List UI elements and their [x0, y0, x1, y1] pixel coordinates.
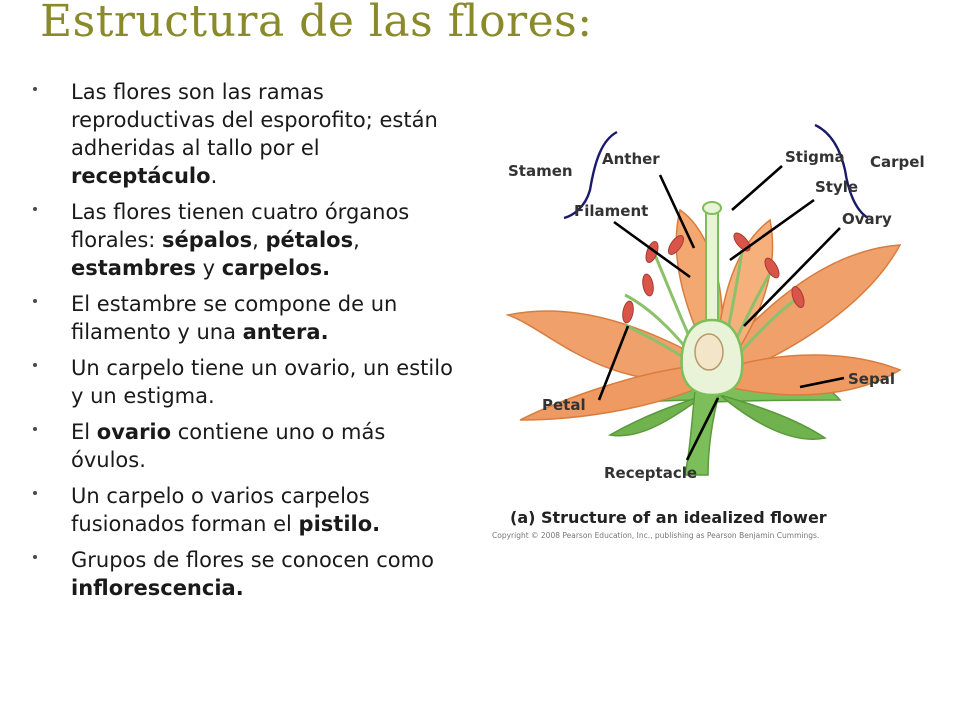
label-anther: Anther [602, 150, 660, 168]
label-filament: Filament [574, 202, 649, 220]
stigma-shape [702, 201, 722, 215]
bullet-dot-icon [33, 363, 37, 367]
bullet-item: Las flores tienen cuatro órganos florale… [30, 198, 460, 282]
bullet-item: Un carpelo tiene un ovario, un estilo y … [30, 354, 460, 410]
bullet-item: Grupos de flores se conocen como inflore… [30, 546, 460, 602]
petal-shape [519, 364, 706, 421]
petal-shape [719, 354, 902, 396]
bold-term: pistilo. [298, 512, 381, 536]
style-shape [705, 211, 719, 331]
bullet-dot-icon [33, 87, 37, 91]
flower-diagram [505, 123, 902, 476]
copyright-text: Copyright © 2008 Pearson Education, Inc.… [492, 531, 820, 540]
slide-title: Estructura de las flores: [40, 0, 593, 47]
label-stigma: Stigma [785, 148, 845, 166]
figure-caption: (a) Structure of an idealized flower [510, 508, 827, 527]
bold-term: receptáculo [71, 164, 211, 188]
bullet-item: El estambre se compone de un filamento y… [30, 290, 460, 346]
label-receptacle: Receptacle [604, 464, 698, 482]
petal-shape [714, 244, 902, 381]
bold-term: pétalos [265, 228, 354, 252]
flower-figure: Anther Stamen Filament Stigma Carpel Sty… [480, 100, 930, 550]
bullet-dot-icon [33, 555, 37, 559]
bullet-dot-icon [33, 427, 37, 431]
petal-shape [505, 310, 706, 382]
bullet-item: Un carpelo o varios carpelos fusionados … [30, 482, 460, 538]
anthers [622, 232, 805, 324]
bold-term: carpelos. [221, 256, 331, 280]
bullet-dot-icon [33, 207, 37, 211]
ovule-shape [694, 333, 724, 371]
bold-term: ovario [96, 420, 172, 444]
sepal-shape [719, 394, 827, 440]
bullet-item: El ovario contiene uno o más óvulos. [30, 418, 460, 474]
bold-term: estambres [71, 256, 196, 280]
sepal-shape [607, 394, 706, 437]
label-stamen: Stamen [508, 162, 573, 180]
label-carpel: Carpel [870, 153, 925, 171]
stamen-bracket [563, 130, 618, 220]
label-petal: Petal [542, 396, 586, 414]
label-ovary: Ovary [842, 210, 892, 228]
label-style: Style [815, 178, 859, 196]
bold-term: inflorescencia. [71, 576, 244, 600]
bullet-item: Las flores son las ramas reproductivas d… [30, 78, 460, 190]
bold-term: antera. [242, 320, 329, 344]
label-sepal: Sepal [848, 370, 895, 388]
bullet-dot-icon [33, 491, 37, 495]
bullet-list: Las flores son las ramas reproductivas d… [30, 78, 460, 602]
carpel-bracket [814, 123, 869, 220]
bullet-dot-icon [33, 299, 37, 303]
leader-lines [597, 165, 845, 461]
bold-term: sépalos [162, 228, 253, 252]
